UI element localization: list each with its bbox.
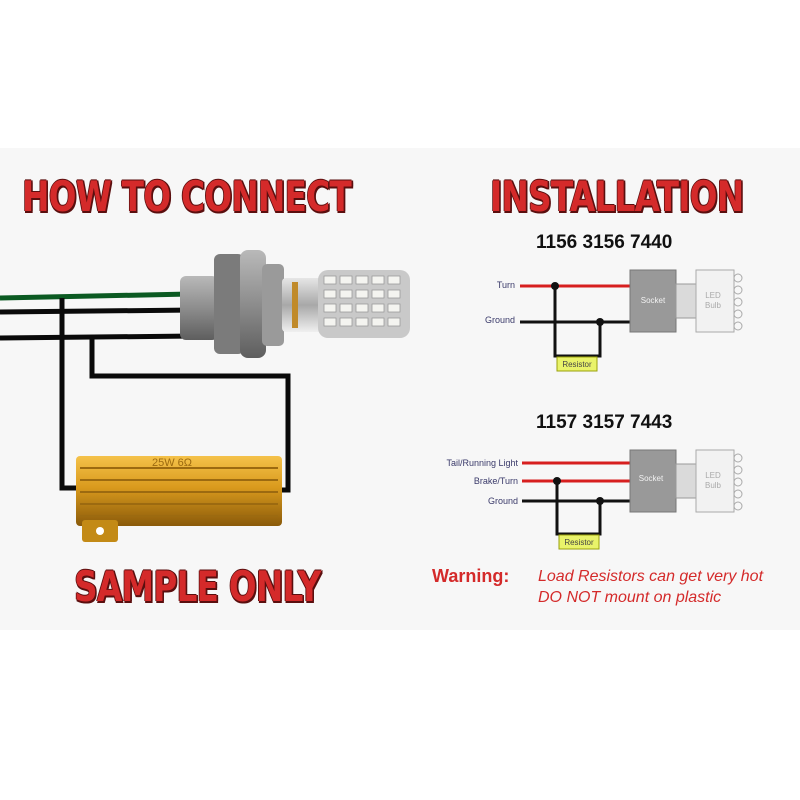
installation-title: INSTALLATION <box>490 172 744 221</box>
load-resistor: 25W 6Ω <box>76 456 282 542</box>
wire-black-top <box>0 307 196 315</box>
bulb-base <box>282 278 322 332</box>
wire-resistor-right <box>89 338 291 493</box>
sample-only-label: SAMPLE ONLY <box>74 562 321 611</box>
resistor-marking: 25W 6Ω <box>152 457 192 469</box>
warning-label: Warning: <box>432 566 510 586</box>
wire-green <box>0 291 191 301</box>
socket-body <box>180 250 284 358</box>
wire-black-bottom <box>0 333 196 341</box>
model-heading-single: 1156 3156 7440 <box>536 232 673 253</box>
how-to-connect-title: HOW TO CONNECT <box>22 172 352 221</box>
background-band <box>0 148 800 630</box>
wire-resistor-left <box>59 298 76 491</box>
warning-text-line2: DO NOT mount on plastic <box>538 589 722 606</box>
led-bulb <box>318 270 410 338</box>
warning-text-line1: Load Resistors can get very hot <box>538 568 764 585</box>
model-heading-dual: 1157 3157 7443 <box>536 412 673 433</box>
